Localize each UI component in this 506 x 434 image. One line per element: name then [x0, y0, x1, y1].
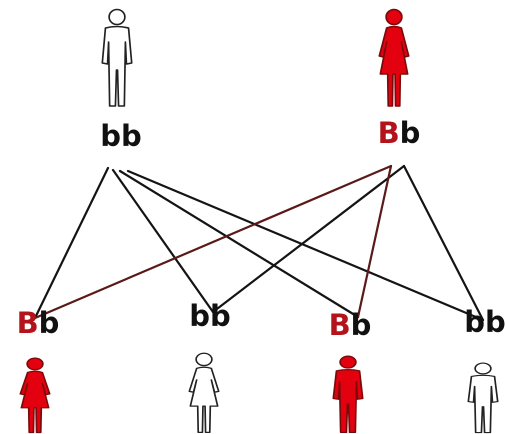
- inheritance-line-father-to-child-2: [111, 168, 215, 314]
- allele-letter: b: [350, 308, 372, 342]
- child-4-genotype: bb: [464, 308, 506, 337]
- allele-letter: b: [38, 306, 60, 340]
- inheritance-line-mother-to-child-2: [211, 164, 406, 314]
- allele-letter: b: [399, 116, 421, 150]
- allele-letter: b: [100, 119, 121, 153]
- father-figure: [96, 8, 138, 108]
- inheritance-line-mother-to-child-1: [33, 164, 393, 320]
- male-person-icon: [332, 355, 364, 434]
- allele-letter: b: [210, 299, 231, 333]
- child-3-figure: [327, 355, 369, 434]
- allele-letter: b: [189, 299, 210, 333]
- mother-genotype: Bb: [378, 119, 421, 148]
- inheritance-line-mother-to-child-3: [356, 164, 393, 319]
- allele-letter: b: [485, 305, 506, 339]
- child-2-genotype: bb: [189, 302, 231, 331]
- allele-letter: b: [121, 119, 142, 153]
- allele-letter: B: [16, 306, 39, 340]
- allele-letter: B: [377, 116, 400, 150]
- male-person-icon: [467, 362, 499, 434]
- allele-letter: b: [464, 305, 485, 339]
- inheritance-line-father-to-child-4: [126, 169, 485, 322]
- child-2-figure: [183, 352, 225, 434]
- father-genotype: bb: [100, 122, 142, 151]
- allele-letter: B: [328, 308, 351, 342]
- mother-figure: [373, 8, 415, 108]
- child-1-figure: [14, 357, 56, 434]
- female-person-icon: [19, 357, 51, 434]
- female-person-icon: [188, 352, 220, 434]
- inheritance-line-father-to-child-3: [118, 169, 360, 319]
- female-person-icon: [378, 8, 410, 107]
- male-person-icon: [101, 8, 133, 107]
- child-3-genotype: Bb: [329, 311, 372, 340]
- inheritance-line-mother-to-child-4: [402, 164, 485, 322]
- child-4-figure: [462, 362, 504, 434]
- inheritance-line-father-to-child-1: [33, 166, 110, 320]
- child-1-genotype: Bb: [17, 309, 60, 338]
